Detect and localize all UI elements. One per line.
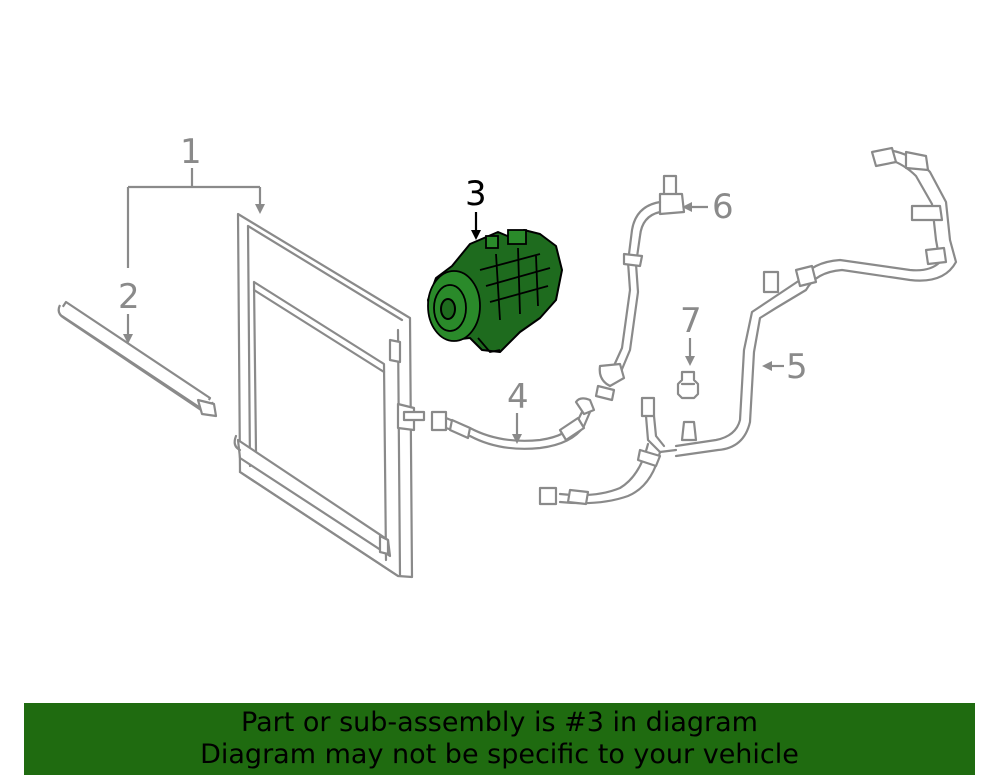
callout-5[interactable]: 5 <box>762 347 808 387</box>
condenser <box>233 212 426 579</box>
callout-7[interactable]: 7 <box>680 301 702 366</box>
hose-5 <box>538 146 958 506</box>
callout-2[interactable]: 2 <box>118 277 140 344</box>
callout-3-label: 3 <box>465 174 487 214</box>
hose-6 <box>594 174 686 402</box>
callout-2-label: 2 <box>118 277 140 317</box>
parts-diagram: 1 2 <box>57 132 958 579</box>
pressure-switch <box>676 370 700 442</box>
callout-5-label: 5 <box>786 347 808 387</box>
callout-1-label: 1 <box>180 132 202 172</box>
callout-6-label: 6 <box>712 187 734 227</box>
callout-1[interactable]: 1 <box>126 132 265 268</box>
callout-6[interactable]: 6 <box>682 187 734 227</box>
ac-compressor[interactable] <box>427 229 563 353</box>
callout-4-label: 4 <box>507 377 529 417</box>
hose-4 <box>430 397 596 450</box>
footer-banner: Part or sub-assembly is #3 in diagram Di… <box>24 703 975 775</box>
callout-3[interactable]: 3 <box>465 174 487 240</box>
receiver-drier <box>57 300 218 418</box>
footer-line-1: Part or sub-assembly is #3 in diagram <box>241 707 758 738</box>
footer-line-2: Diagram may not be specific to your vehi… <box>200 739 799 770</box>
callout-7-label: 7 <box>680 301 702 341</box>
callout-4[interactable]: 4 <box>507 377 529 444</box>
